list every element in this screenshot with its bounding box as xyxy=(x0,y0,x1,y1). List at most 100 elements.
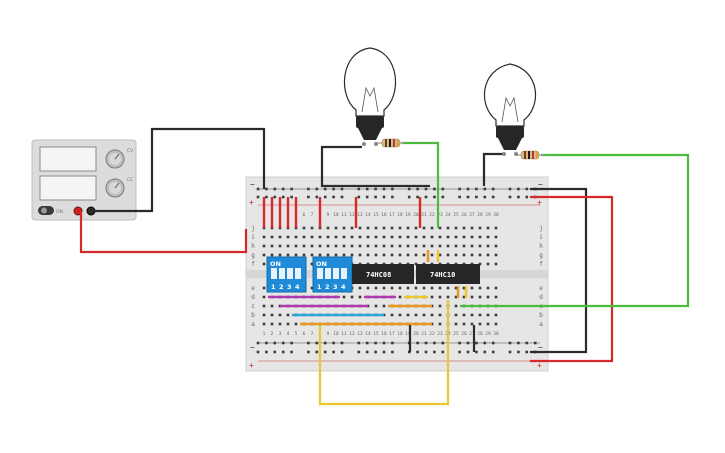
terminal-hole[interactable] xyxy=(430,313,434,317)
rail-hole[interactable] xyxy=(424,341,428,345)
rail-hole[interactable] xyxy=(273,350,277,354)
rail-hole[interactable] xyxy=(466,195,470,199)
terminal-hole[interactable] xyxy=(446,235,450,239)
terminal-hole[interactable] xyxy=(414,286,418,290)
rail-hole[interactable] xyxy=(357,195,361,199)
terminal-hole[interactable] xyxy=(438,286,442,290)
rail-hole[interactable] xyxy=(265,350,268,354)
terminal-hole[interactable] xyxy=(270,304,274,308)
rail-hole[interactable] xyxy=(517,195,520,199)
terminal-hole[interactable] xyxy=(342,253,346,257)
dip-switch-1-toggle-3[interactable] xyxy=(287,268,293,279)
rail-hole[interactable] xyxy=(424,350,428,354)
terminal-hole[interactable] xyxy=(486,322,490,326)
rail-hole[interactable] xyxy=(508,341,512,345)
terminal-hole[interactable] xyxy=(422,235,426,239)
terminal-hole[interactable] xyxy=(302,235,306,239)
terminal-hole[interactable] xyxy=(310,253,314,257)
terminal-hole[interactable] xyxy=(278,313,282,317)
terminal-hole[interactable] xyxy=(478,313,482,317)
terminal-hole[interactable] xyxy=(398,253,402,257)
rail-hole[interactable] xyxy=(416,187,419,191)
rail-hole[interactable] xyxy=(491,341,495,345)
terminal-hole[interactable] xyxy=(310,244,314,248)
terminal-hole[interactable] xyxy=(262,304,266,308)
terminal-hole[interactable] xyxy=(310,286,314,290)
terminal-hole[interactable] xyxy=(366,226,370,230)
terminal-hole[interactable] xyxy=(438,313,442,317)
terminal-hole[interactable] xyxy=(462,313,466,317)
terminal-hole[interactable] xyxy=(390,235,394,239)
terminal-hole[interactable] xyxy=(286,253,290,257)
terminal-hole[interactable] xyxy=(486,226,490,230)
terminal-hole[interactable] xyxy=(438,295,442,299)
rail-hole[interactable] xyxy=(517,187,520,191)
rail-hole[interactable] xyxy=(441,350,445,354)
terminal-hole[interactable] xyxy=(478,253,482,257)
power-supply[interactable]: CV CC ON xyxy=(31,139,137,221)
rail-hole[interactable] xyxy=(508,187,512,191)
terminal-hole[interactable] xyxy=(374,253,378,257)
terminal-hole[interactable] xyxy=(382,253,386,257)
rail-hole[interactable] xyxy=(357,341,361,345)
terminal-hole[interactable] xyxy=(438,322,442,326)
dip-switch-2-toggle-4[interactable] xyxy=(341,268,347,279)
rail-hole[interactable] xyxy=(374,341,377,345)
terminal-hole[interactable] xyxy=(302,253,306,257)
terminal-hole[interactable] xyxy=(326,253,330,257)
terminal-hole[interactable] xyxy=(374,226,378,230)
terminal-hole[interactable] xyxy=(262,235,266,239)
rail-hole[interactable] xyxy=(433,350,436,354)
dip-switch-2-toggle-3[interactable] xyxy=(333,268,339,279)
terminal-hole[interactable] xyxy=(446,253,450,257)
rail-hole[interactable] xyxy=(365,195,369,199)
rail-hole[interactable] xyxy=(424,187,428,191)
wire-supply-negative[interactable] xyxy=(91,127,266,213)
terminal-hole[interactable] xyxy=(326,244,330,248)
terminal-hole[interactable] xyxy=(390,286,394,290)
terminal-hole[interactable] xyxy=(350,253,354,257)
terminal-hole[interactable] xyxy=(406,244,410,248)
terminal-hole[interactable] xyxy=(366,244,370,248)
terminal-hole[interactable] xyxy=(438,226,442,230)
terminal-hole[interactable] xyxy=(278,322,282,326)
chip-74hc08[interactable]: 74HC08 xyxy=(352,264,414,284)
rail-hole[interactable] xyxy=(332,195,335,199)
rail-hole[interactable] xyxy=(458,195,461,199)
terminal-hole[interactable] xyxy=(286,244,290,248)
terminal-hole[interactable] xyxy=(406,226,410,230)
wire-negative-rail-bridge[interactable] xyxy=(530,187,588,354)
terminal-hole[interactable] xyxy=(262,295,266,299)
terminal-hole[interactable] xyxy=(438,253,442,257)
terminal-hole[interactable] xyxy=(390,313,394,317)
terminal-hole[interactable] xyxy=(270,235,274,239)
terminal-hole[interactable] xyxy=(382,286,386,290)
terminal-hole[interactable] xyxy=(470,295,474,299)
rail-hole[interactable] xyxy=(323,341,327,345)
rail-hole[interactable] xyxy=(433,195,436,199)
terminal-hole[interactable] xyxy=(334,235,338,239)
terminal-hole[interactable] xyxy=(390,226,394,230)
rail-hole[interactable] xyxy=(340,341,344,345)
terminal-hole[interactable] xyxy=(446,244,450,248)
terminal-hole[interactable] xyxy=(358,295,362,299)
bulb-right[interactable] xyxy=(483,63,537,156)
rail-hole[interactable] xyxy=(525,187,529,191)
terminal-hole[interactable] xyxy=(422,286,426,290)
terminal-hole[interactable] xyxy=(486,244,490,248)
rail-hole[interactable] xyxy=(340,195,344,199)
rail-hole[interactable] xyxy=(441,341,445,345)
terminal-hole[interactable] xyxy=(430,253,434,257)
rail-hole[interactable] xyxy=(416,341,419,345)
rail-hole[interactable] xyxy=(483,341,487,345)
terminal-hole[interactable] xyxy=(454,253,458,257)
terminal-hole[interactable] xyxy=(446,295,450,299)
terminal-hole[interactable] xyxy=(470,313,474,317)
terminal-hole[interactable] xyxy=(470,322,474,326)
terminal-hole[interactable] xyxy=(382,244,386,248)
rail-hole[interactable] xyxy=(315,195,319,199)
wire-bulb-right-signal[interactable] xyxy=(460,153,690,308)
rail-hole[interactable] xyxy=(265,341,268,345)
rail-hole[interactable] xyxy=(407,195,411,199)
terminal-hole[interactable] xyxy=(334,244,338,248)
